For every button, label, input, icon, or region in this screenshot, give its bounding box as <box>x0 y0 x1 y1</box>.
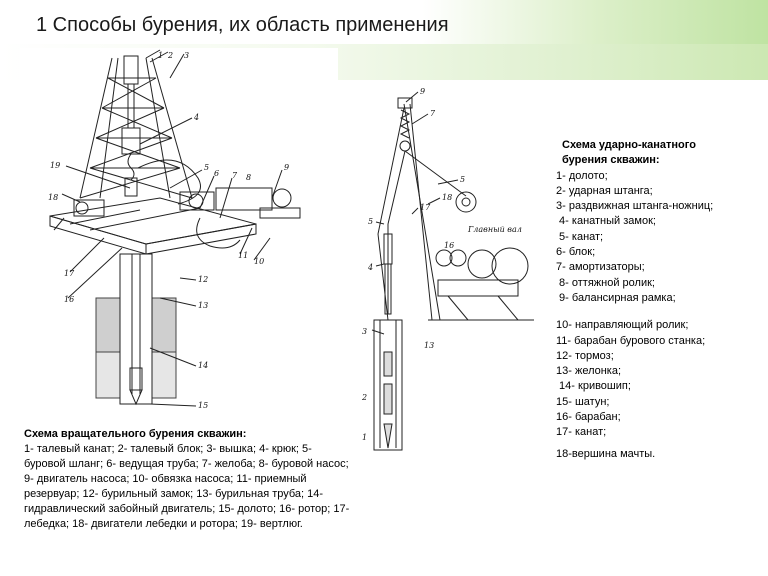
rot-num-11: 11 <box>238 251 248 260</box>
imp-num-5-right: 5 <box>460 175 465 184</box>
legend-item: 17- канат; <box>556 426 607 439</box>
rot-num-7: 7 <box>232 171 238 180</box>
percussion-caption-title: Схема ударно-канатного бурения скважин: <box>562 139 696 167</box>
imp-num-17: 17 <box>420 203 431 212</box>
rot-num-18: 18 <box>48 193 58 202</box>
imp-num-6: 9 <box>420 87 425 96</box>
rot-num-12: 12 <box>198 275 208 284</box>
rot-num-8: 8 <box>246 173 251 182</box>
rot-num-19: 19 <box>50 161 60 170</box>
imp-num-5-left: 5 <box>368 217 373 226</box>
rotary-caption: Схема вращательного бурения скважин: 1- … <box>24 427 350 532</box>
slide-title: 1 Способы бурения, их область применения <box>36 14 449 36</box>
rot-num-4: 4 <box>193 113 199 122</box>
percussion-legend-top: 1- долото; 2- ударная штанга; 3- раздвиж… <box>556 169 736 307</box>
rot-num-6: 6 <box>214 169 219 178</box>
rot-num-2: 2 <box>167 51 173 60</box>
rot-num-17: 17 <box>64 269 75 278</box>
percussion-legend-bottom: 10- направляющий ролик; 11- барабан буро… <box>556 318 736 440</box>
legend-item: 5- канат; <box>556 230 604 243</box>
percussion-drilling-figure: 9 7 5 18 17 5 4 3 2 1 16 13 Главный вал <box>348 84 544 456</box>
percussion-caption: Схема ударно-канатного бурения скважин: … <box>556 138 736 462</box>
imp-num-7: 7 <box>430 109 436 118</box>
rot-num-16: 16 <box>64 295 74 304</box>
rot-num-3: 3 <box>184 51 189 60</box>
legend-gap <box>556 306 736 318</box>
legend-item: 3- раздвижная штанга-ножниц; <box>556 200 714 213</box>
legend-item: 12- тормоз; <box>556 349 614 362</box>
legend-item: 10- направляющий ролик; <box>556 319 689 332</box>
imp-main-shaft-label: Главный вал <box>467 225 522 234</box>
legend-item: 16- барабан; <box>556 411 621 424</box>
rot-num-10: 10 <box>254 257 264 266</box>
rotary-drilling-figure: 1 2 3 4 5 6 7 8 9 10 11 12 13 14 15 16 1… <box>20 48 338 420</box>
legend-item: 15- шатун; <box>556 395 610 408</box>
imp-num-18: 18 <box>442 193 452 202</box>
rot-num-9: 9 <box>284 163 289 172</box>
rot-num-15: 15 <box>198 401 208 410</box>
imp-num-3: 3 <box>362 327 367 336</box>
legend-item: 13- желонка; <box>556 365 622 378</box>
legend-item: 1- долото; <box>556 169 608 182</box>
rot-num-14: 14 <box>198 361 208 370</box>
imp-num-13: 13 <box>424 341 434 350</box>
imp-num-16: 16 <box>444 241 454 250</box>
imp-num-4: 4 <box>367 263 373 272</box>
legend-item: 7- амортизаторы; <box>556 261 645 274</box>
rot-num-13: 13 <box>198 301 208 310</box>
legend-item: 2- ударная штанга; <box>556 184 653 197</box>
legend-item: 14- кривошип; <box>556 380 631 393</box>
legend-item: 6- блок; <box>556 246 596 259</box>
legend-item: 11- барабан бурового станка; <box>556 334 706 347</box>
rotary-drilling-diagram: 1 2 3 4 5 6 7 8 9 10 11 12 13 14 15 16 1… <box>48 49 301 410</box>
imp-num-1: 1 <box>362 433 367 442</box>
percussion-drilling-diagram: 9 7 5 18 17 5 4 3 2 1 16 13 Главный вал <box>361 87 534 451</box>
rotary-caption-title: Схема вращательного бурения скважин: <box>24 428 247 440</box>
legend-item: 18-вершина мачты. <box>556 447 656 460</box>
legend-item: 9- балансирная рамка; <box>556 291 676 304</box>
rot-num-1: 1 <box>158 51 163 60</box>
legend-item: 8- оттяжной ролик; <box>556 276 655 289</box>
legend-item: 4- канатный замок; <box>556 215 656 228</box>
imp-num-2: 2 <box>361 393 367 402</box>
rotary-caption-text: 1- талевый канат; 2- талевый блок; 3- вы… <box>24 443 350 530</box>
rot-num-5: 5 <box>204 163 209 172</box>
